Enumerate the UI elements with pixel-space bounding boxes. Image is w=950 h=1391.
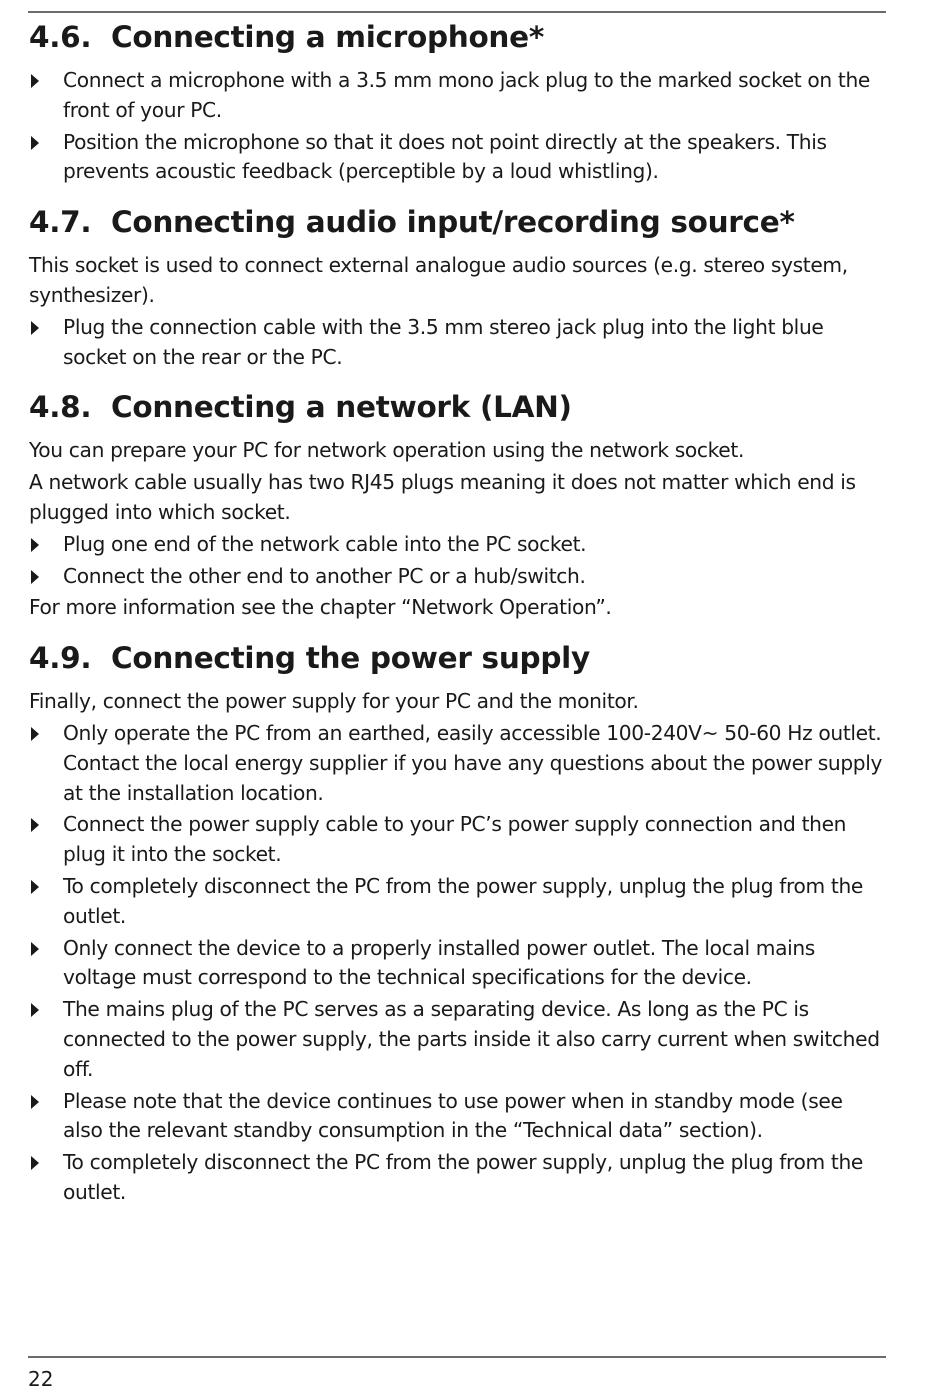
list-item: Only operate the PC from an earthed, eas…	[29, 719, 887, 808]
list-item: Position the microphone so that it does …	[29, 128, 887, 188]
triangle-bullet-icon	[31, 941, 39, 956]
paragraph: For more information see the chapter “Ne…	[29, 595, 612, 620]
bullet-list: Plug one end of the network cable into t…	[29, 530, 887, 592]
triangle-bullet-icon	[31, 1003, 39, 1018]
triangle-bullet-icon	[31, 1156, 39, 1171]
section-number: 4.8.	[29, 390, 92, 425]
list-item-text: Connect the other end to another PC or a…	[63, 563, 586, 588]
list-item-text: Please note that the device continues to…	[63, 1088, 843, 1143]
paragraph: Finally, connect the power supply for yo…	[29, 689, 639, 714]
triangle-bullet-icon	[31, 818, 39, 833]
list-item-text: Only operate the PC from an earthed, eas…	[63, 720, 883, 805]
section-microphone: 4.6. Connecting a microphone* Connect a m…	[29, 16, 887, 187]
list-item-text: Plug one end of the network cable into t…	[63, 531, 587, 556]
list-item-text: Connect a microphone with a 3.5 mm mono …	[63, 68, 870, 122]
section-title: Connecting a microphone*	[111, 20, 544, 54]
section-title: Connecting the power supply	[111, 641, 590, 676]
bullet-list: Connect a microphone with a 3.5 mm mono …	[29, 66, 887, 187]
list-item: Only connect the device to a properly in…	[29, 934, 887, 994]
paragraph: This socket is used to connect external …	[29, 253, 848, 307]
bullet-list: Only operate the PC from an earthed, eas…	[29, 719, 887, 1208]
section-title: Connecting a network (LAN)	[111, 390, 572, 425]
section-number: 4.6.	[29, 20, 92, 54]
bottom-rule	[28, 1356, 886, 1358]
list-item-text: To completely disconnect the PC from the…	[63, 873, 863, 928]
page-number: 22	[28, 1367, 54, 1391]
list-item-text: Only connect the device to a properly in…	[63, 935, 815, 990]
list-item: To completely disconnect the PC from the…	[29, 872, 887, 932]
section-network: 4.8. Connecting a network (LAN) You can p…	[29, 386, 887, 623]
paragraph: A network cable usually has two RJ45 plu…	[29, 470, 856, 524]
triangle-bullet-icon	[31, 320, 39, 335]
list-item: Plug the connection cable with the 3.5 m…	[29, 313, 887, 373]
section-heading: 4.9. Connecting the power supply	[29, 637, 887, 679]
list-item-text: The mains plug of the PC serves as a sep…	[63, 997, 880, 1081]
section-title: Connecting audio input/recording source*	[111, 205, 795, 240]
section-power-supply: 4.9. Connecting the power supply Finally,…	[29, 637, 887, 1208]
page-content: 4.6. Connecting a microphone* Connect a m…	[29, 16, 887, 1210]
list-item-text: To completely disconnect the PC from the…	[63, 1150, 863, 1204]
triangle-bullet-icon	[31, 74, 39, 88]
section-heading: 4.8. Connecting a network (LAN)	[29, 386, 887, 428]
list-item: To completely disconnect the PC from the…	[29, 1148, 887, 1208]
triangle-bullet-icon	[31, 569, 39, 584]
triangle-bullet-icon	[31, 726, 39, 741]
top-rule	[28, 11, 886, 13]
list-item-text: Connect the power supply cable to your P…	[63, 812, 847, 867]
section-heading: 4.6. Connecting a microphone*	[29, 16, 887, 58]
list-item: Plug one end of the network cable into t…	[29, 530, 887, 560]
section-number: 4.9.	[29, 641, 92, 676]
bullet-list: Plug the connection cable with the 3.5 m…	[29, 313, 887, 373]
list-item: Please note that the device continues to…	[29, 1087, 887, 1147]
list-item: The mains plug of the PC serves as a sep…	[29, 995, 887, 1084]
list-item-text: Position the microphone so that it does …	[63, 129, 827, 184]
section-audio-input: 4.7. Connecting audio input/recording sou…	[29, 201, 887, 372]
list-item: Connect the power supply cable to your P…	[29, 810, 887, 870]
paragraph: You can prepare your PC for network oper…	[29, 438, 745, 463]
list-item: Connect a microphone with a 3.5 mm mono …	[29, 66, 887, 126]
section-heading: 4.7. Connecting audio input/recording sou…	[29, 201, 887, 243]
list-item: Connect the other end to another PC or a…	[29, 562, 887, 592]
triangle-bullet-icon	[31, 879, 39, 894]
triangle-bullet-icon	[31, 1094, 39, 1109]
triangle-bullet-icon	[31, 135, 39, 150]
section-number: 4.7.	[29, 205, 92, 240]
list-item-text: Plug the connection cable with the 3.5 m…	[63, 314, 824, 369]
triangle-bullet-icon	[31, 537, 39, 552]
